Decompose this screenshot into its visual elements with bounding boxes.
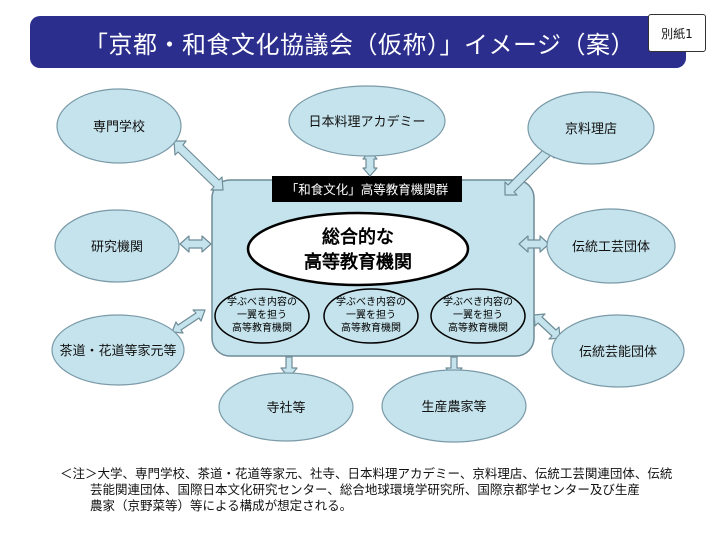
sub2-line2: 一翼を担う [346,309,396,321]
core-label-line1: 総合的な [322,226,394,248]
node-academy-label: 日本料理アカデミー [308,114,425,130]
node-temple-label: 寺社等 [266,400,305,416]
arrow-research [179,235,212,253]
sub3-line3: 高等教育機関 [448,321,508,334]
arrow-senmon [173,140,224,191]
node-kyoryori-label: 京料理店 [565,122,617,137]
arrow-academy [362,150,378,177]
sub2-line1: 学ぶべき内容の [336,295,406,308]
node-kenkyu-label: 研究機関 [91,240,143,255]
core-label-line2: 高等教育機関 [304,251,412,273]
sub1-line3: 高等教育機関 [232,321,292,334]
node-senmon-bubble [56,88,182,164]
footnote-line3: 農家（京野菜等）等による構成が想定される。 [90,498,353,513]
node-sado-label: 茶道・花道等家元等 [59,343,176,359]
footnote-line2: 芸能関連団体、国際日本文化研究センター、総合地球環境学研究所、国際京都学センター… [90,482,640,497]
node-temple-bubble [218,372,354,442]
page-title: 「京都・和食文化協議会（仮称）」イメージ（案） [84,30,636,59]
core-ellipse [246,211,470,287]
footnote-line1: ＜注＞大学、専門学校、茶道・花道等家元、社寺、日本料理アカデミー、京料理店、伝統… [60,466,673,481]
sub-institution-3: 学ぶべき内容の 一翼を担う 高等教育機関 [430,288,526,344]
arrow-sado [171,309,206,334]
node-crafts-label: 伝統工芸団体 [572,239,650,255]
node-farmers-label: 生産農家等 [421,399,486,415]
sub-institution-1: 学ぶべき内容の 一翼を担う 高等教育機関 [214,288,310,344]
sub3-line1: 学ぶべき内容の [443,295,513,308]
node-kenkyu-bubble [54,209,180,283]
sub-institution-2: 学ぶべき内容の 一翼を担う 高等教育機関 [323,288,419,344]
node-crafts-bubble [546,208,676,284]
title-banner: 「京都・和食文化協議会（仮称）」イメージ（案） [30,16,686,68]
sub3-line2: 一翼を担う [453,309,503,321]
sub1-line1: 学ぶべき内容の [227,295,297,308]
node-farmers-bubble [381,369,527,443]
center-label-bar [272,176,462,202]
node-geino-label: 伝統芸能団体 [579,344,657,360]
sub2-line3: 高等教育機関 [341,321,401,334]
node-sado-bubble [51,314,185,386]
footnote: ＜注＞大学、専門学校、茶道・花道等家元、社寺、日本料理アカデミー、京料理店、伝統… [60,466,700,514]
node-senmon-label: 専門学校 [93,119,145,135]
sub1-line2: 一翼を担う [237,309,287,321]
node-academy-bubble [288,85,446,157]
node-kyoryori-bubble [527,91,655,165]
arrow-geino [533,313,561,340]
node-geino-bubble [551,314,685,388]
center-label: 「和食文化」高等教育機関群 [286,182,449,197]
sheet-label: 別紙1 [648,14,706,52]
